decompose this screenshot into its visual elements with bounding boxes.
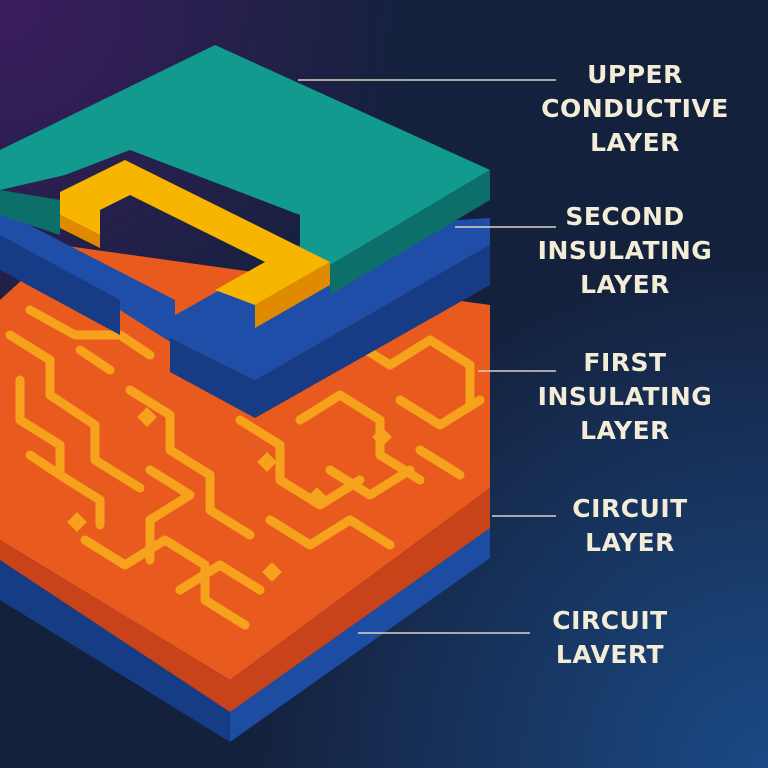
- label-line: LAYER: [590, 128, 680, 157]
- circuit-trace: [25, 450, 65, 480]
- base-layer-front-face: [0, 560, 230, 742]
- label-line: FIRST: [583, 348, 667, 377]
- label-line: SECOND: [565, 202, 685, 231]
- label-line: LAVERT: [555, 640, 665, 669]
- circuit-trace: [325, 465, 415, 500]
- base-layer-right-face: [230, 528, 490, 742]
- second-insulating-tab-front: [170, 338, 255, 418]
- circuit-trace: [145, 465, 195, 565]
- circuit-trace: [80, 535, 250, 630]
- circuit-trace: [395, 395, 485, 430]
- upper-conductive-layer-slab: [0, 45, 490, 328]
- conductor-trace-side: [255, 262, 330, 328]
- circuit-trace: [175, 560, 265, 595]
- circuit-trace: [295, 390, 425, 485]
- label-circuit-lavert: CIRCUIT LAVERT: [535, 604, 685, 672]
- circuit-layer-right-face: [230, 488, 490, 712]
- label-upper-conductive-layer: UPPER CONDUCTIVE LAYER: [541, 58, 728, 160]
- label-line: INSULATING: [537, 382, 713, 411]
- circuit-layer-front-face: [0, 540, 230, 712]
- upper-conductive-right-face: [330, 170, 490, 295]
- circuit-trace: [265, 515, 395, 550]
- circuit-pad: [372, 427, 392, 447]
- label-line: CIRCUIT: [572, 494, 688, 523]
- circuit-trace: [15, 375, 105, 530]
- second-insulating-tab-top: [170, 218, 490, 380]
- circuit-trace: [5, 330, 145, 493]
- label-line: LAYER: [580, 416, 670, 445]
- circuit-pad: [262, 562, 282, 582]
- circuit-trace: [25, 305, 155, 360]
- label-circuit-layer: CIRCUIT LAYER: [560, 492, 700, 560]
- circuit-trace: [235, 415, 365, 510]
- circuit-trace: [75, 345, 115, 375]
- circuit-trace: [125, 385, 255, 540]
- second-insulating-layer-slab: [0, 210, 490, 418]
- circuit-pad: [257, 452, 277, 472]
- circuit-pad: [137, 407, 157, 427]
- conductor-trace-top: [60, 160, 330, 305]
- label-line: LAYER: [580, 270, 670, 299]
- circuit-pad: [307, 487, 327, 507]
- label-line: INSULATING: [537, 236, 713, 265]
- label-line: LAYER: [585, 528, 675, 557]
- second-insulating-tab-right: [255, 245, 490, 418]
- label-first-insulating-layer: FIRST INSULATING LAYER: [535, 346, 715, 448]
- label-line: CIRCUIT: [552, 606, 668, 635]
- upper-conductive-top-face: [0, 45, 490, 265]
- conductor-trace-end: [60, 215, 100, 248]
- label-line: UPPER: [587, 60, 683, 89]
- circuit-trace: [345, 335, 475, 410]
- label-line: CONDUCTIVE: [541, 94, 729, 123]
- upper-conductive-front-face: [0, 190, 60, 235]
- second-insulating-front-face: [0, 235, 120, 335]
- circuit-trace: [415, 445, 465, 480]
- label-second-insulating-layer: SECOND INSULATING LAYER: [535, 200, 715, 302]
- circuit-traces: [5, 305, 485, 630]
- leader-lines: [298, 79, 556, 634]
- base-layer: [0, 528, 490, 742]
